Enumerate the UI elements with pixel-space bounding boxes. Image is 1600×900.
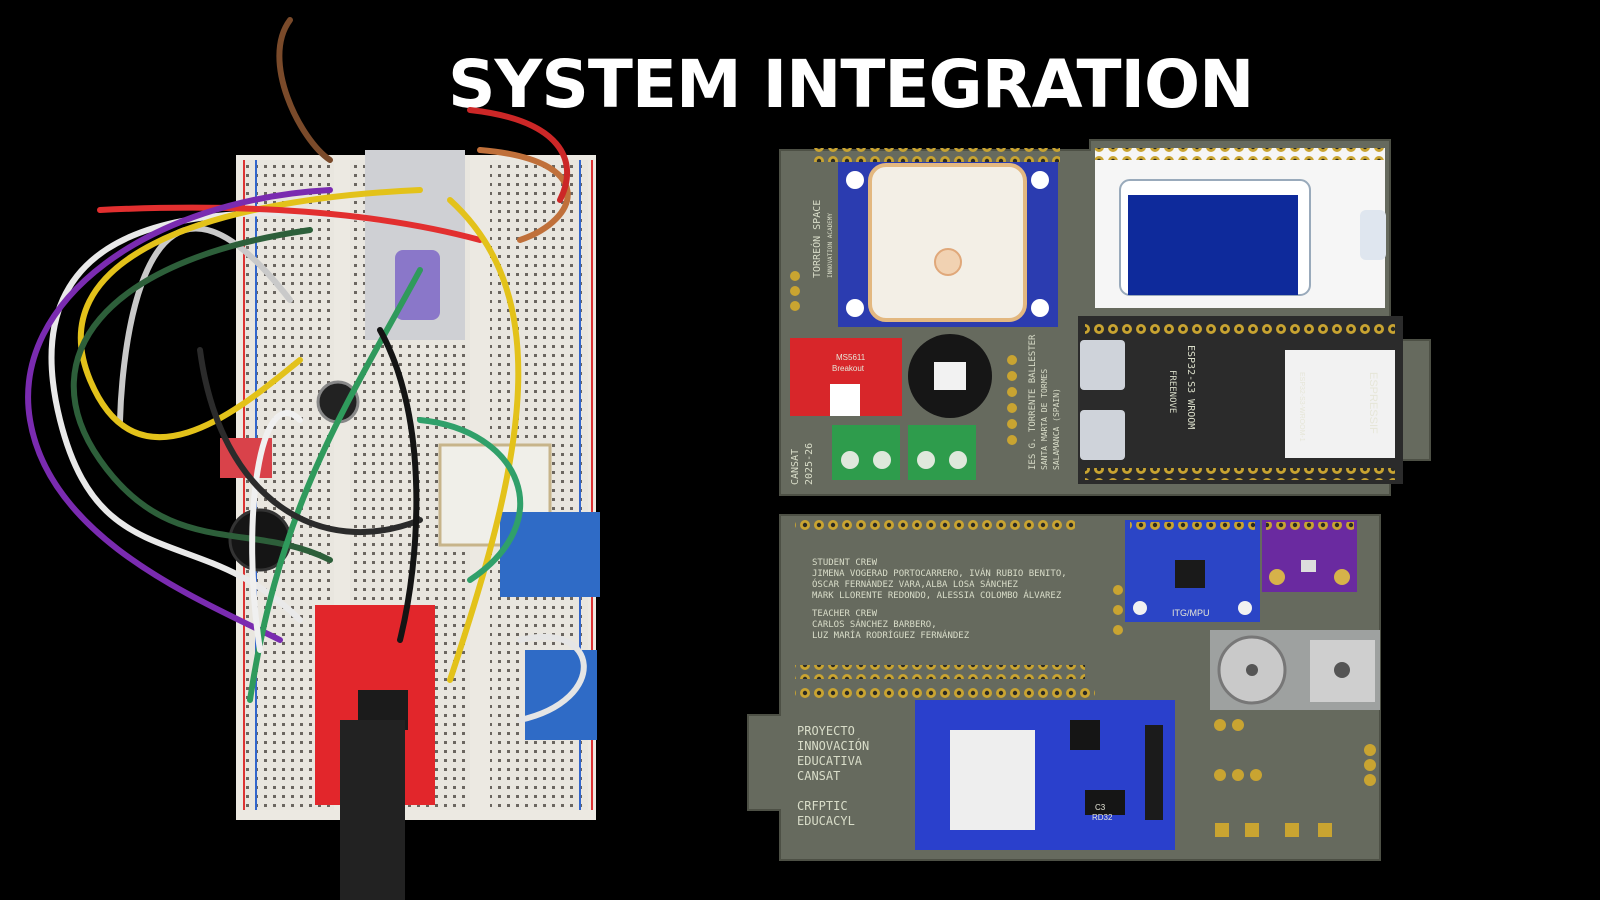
status-led [395, 250, 440, 320]
project-line: EDUCATIVA [797, 754, 863, 768]
cansat-label: CANSAT [790, 449, 801, 485]
bottom-pads [1113, 585, 1376, 837]
project-line: CANSAT [797, 769, 840, 783]
header-pads [790, 271, 1017, 445]
module-label: ESP32-S3 WROOM [1185, 345, 1196, 429]
sensor-label: MS5611 [836, 353, 866, 362]
student-line: ÓSCAR FERNÁNDEZ VARA,ALBA LOSA SÁNCHEZ [812, 578, 1018, 590]
school-sub-2: SALAMANCA (SPAIN) [1052, 388, 1061, 470]
org-line: EDUCACYL [797, 814, 855, 828]
side-label: TORREÓN SPACE [810, 200, 823, 278]
school-sub-1: SANTA MARTA DE TORMES [1040, 369, 1049, 470]
side-sub: INNOVATION ACADEMY [827, 213, 834, 278]
project-line: PROYECTO [797, 724, 855, 738]
teacher-heading: TEACHER CREW [812, 609, 878, 619]
top-pcb: ESPRESSIF ESP32-S3-WROOM-1 ESP32-S3 WROO… [779, 139, 1431, 496]
sd-slot [950, 730, 1035, 830]
jumper-wires [25, 17, 587, 723]
year-label: 2025-26 [804, 443, 815, 485]
project-line: INNOVACIÓN [797, 738, 869, 753]
student-line: MARK LLORENTE REDONDO, ALESSIA COLOMBO Á… [812, 589, 1062, 601]
reg-sub: RD32 [1092, 813, 1113, 822]
gps-patch-antenna [868, 163, 1027, 322]
student-line: JIMENA VOGERAD PORTOCARRERO, IVÁN RUBIO … [812, 567, 1067, 579]
ribbon-cable [340, 720, 405, 900]
module-sub: FREENOVE [1167, 370, 1177, 413]
espressif-label: ESPRESSIF [1367, 372, 1379, 434]
espressif-module [1285, 350, 1395, 458]
page-title: SYSTEM INTEGRATION [448, 46, 1254, 123]
school-label: IES G. TORRENTE BALLESTER [1028, 334, 1038, 470]
bottom-pcb: ITG/MPU C3 RD32 STUDENT CREW JIMENA V [747, 514, 1381, 861]
teacher-line: CARLOS SÁNCHEZ BARBERO, [812, 618, 937, 630]
usb-c-port-2 [1080, 410, 1125, 460]
espressif-sub: ESP32-S3-WROOM-1 [1298, 372, 1305, 442]
student-heading: STUDENT CREW [812, 558, 878, 568]
terminal-block-1 [832, 425, 900, 480]
sensor-sub: Breakout [832, 364, 865, 373]
teacher-line: LUZ MARÍA RODRÍGUEZ FERNÁNDEZ [812, 629, 970, 641]
oled-screen [1128, 195, 1298, 295]
terminal-block-2 [908, 425, 976, 480]
breadboard-prototype [25, 17, 600, 900]
usb-c-port [1080, 340, 1125, 390]
imu-label: ITG/MPU [1172, 608, 1210, 618]
reg-label: C3 [1095, 803, 1106, 812]
org-line: CRFPTIC [797, 799, 848, 813]
